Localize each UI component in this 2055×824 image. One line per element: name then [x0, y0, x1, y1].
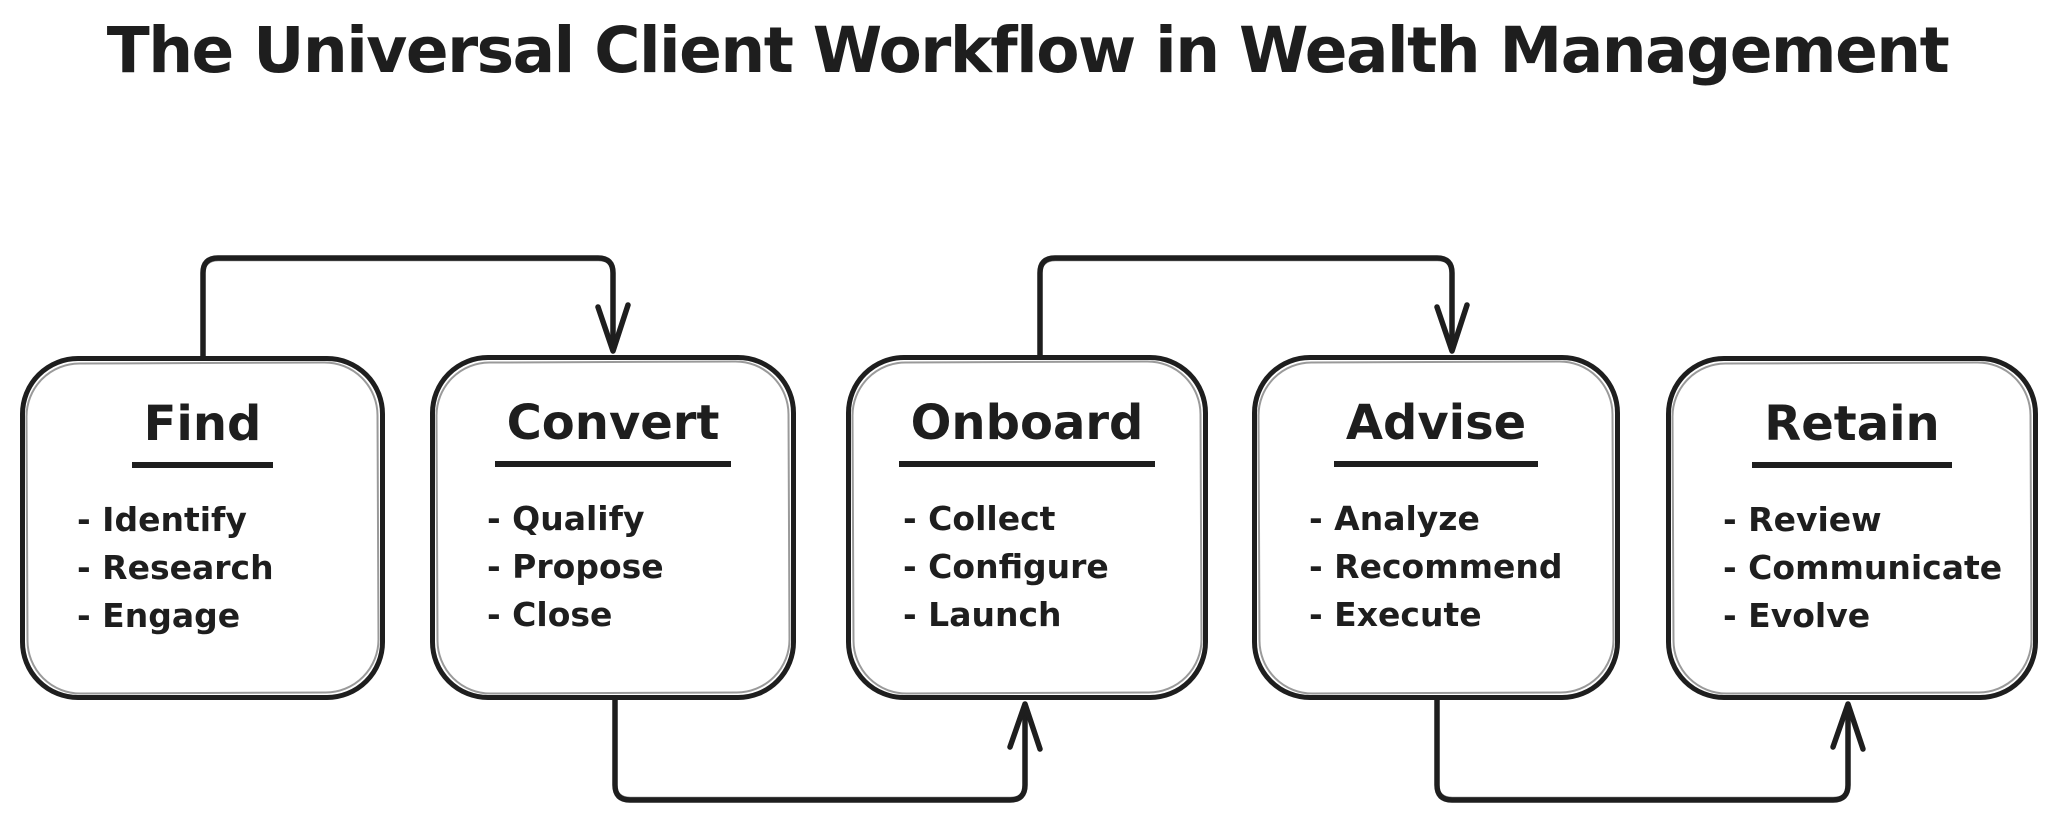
stage-box-onboard: Onboard - Collect - Configure - Launch [846, 355, 1208, 700]
arrowhead-up-icon [1830, 701, 1866, 752]
stage-box-find: Find - Identify - Research - Engage [20, 356, 385, 700]
stage-item-list: - Analyze - Recommend - Execute [1257, 495, 1615, 639]
stage-box-convert: Convert - Qualify - Propose - Close [430, 355, 796, 700]
stage-title-text: Onboard [898, 394, 1156, 467]
stage-item: - Evolve [1723, 596, 1871, 635]
stage-title-text: Retain [1752, 395, 1952, 468]
stage-item: - Engage [77, 596, 241, 635]
stage-item: - Review [1723, 500, 1882, 539]
arrowhead-up-icon [1007, 701, 1043, 752]
stage-item: - Collect [903, 499, 1056, 538]
stage-item-list: - Review - Communicate - Evolve [1671, 496, 2033, 640]
stage-item: - Propose [487, 547, 664, 586]
arrowhead-down-icon [1434, 302, 1470, 354]
stage-title-text: Advise [1333, 394, 1539, 467]
stage-item-list: - Collect - Configure - Launch [851, 495, 1203, 639]
stage-title: Convert [435, 394, 791, 467]
stage-item: - Recommend [1309, 547, 1563, 586]
stage-title: Find [25, 395, 380, 468]
stage-item: - Analyze [1309, 499, 1480, 538]
arrow-onboard-to-advise [1037, 255, 1470, 361]
stage-item: - Qualify [487, 499, 645, 538]
stage-item: - Configure [903, 547, 1109, 586]
arrow-advise-to-retain [1434, 695, 1866, 803]
stage-item: - Execute [1309, 595, 1482, 634]
stage-item: - Close [487, 595, 613, 634]
arrowhead-down-icon [595, 302, 631, 354]
stage-title: Advise [1257, 394, 1615, 467]
stage-item: - Communicate [1723, 548, 2003, 587]
stage-box-retain: Retain - Review - Communicate - Evolve [1666, 356, 2038, 700]
stage-item-list: - Identify - Research - Engage [25, 496, 380, 640]
stage-title-text: Find [131, 395, 274, 468]
stage-title: Onboard [851, 394, 1203, 467]
arrow-find-to-convert [200, 255, 631, 361]
stage-item: - Identify [77, 500, 247, 539]
stage-title: Retain [1671, 395, 2033, 468]
stage-title-text: Convert [494, 394, 732, 467]
stage-item: - Research [77, 548, 274, 587]
stage-item-list: - Qualify - Propose - Close [435, 495, 791, 639]
stage-box-advise: Advise - Analyze - Recommend - Execute [1252, 355, 1620, 700]
arrow-convert-to-onboard [612, 695, 1043, 803]
stage-item: - Launch [903, 595, 1062, 634]
diagram-title: The Universal Client Workflow in Wealth … [106, 14, 1950, 87]
